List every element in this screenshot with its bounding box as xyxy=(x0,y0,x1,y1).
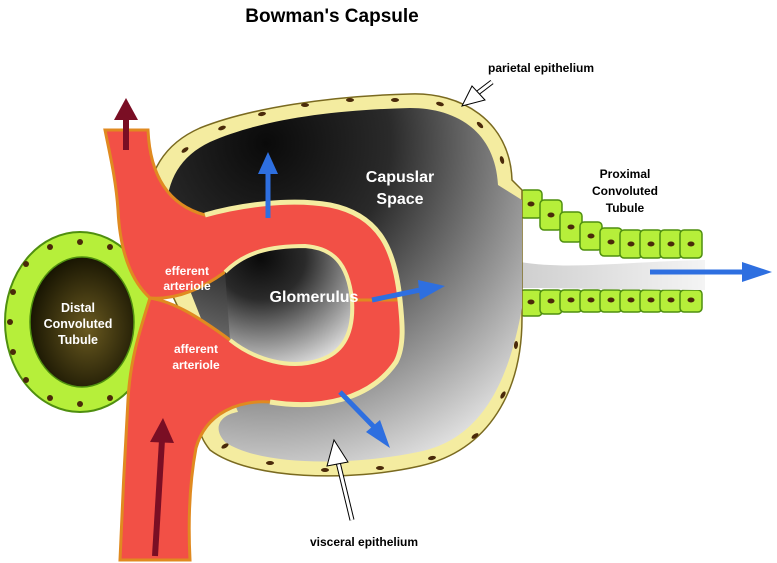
tubular-flow-arrow xyxy=(650,262,772,282)
proximal-tubule-label: Proximal Convoluted Tubule xyxy=(592,167,658,215)
proximal-tubule-label-line2: Convoluted xyxy=(592,184,658,198)
distal-tubule-label-line1: Distal xyxy=(61,301,95,315)
distal-convoluted-tubule xyxy=(4,231,156,413)
parietal-epithelium-label: parietal epithelium xyxy=(488,61,594,75)
distal-tubule-label: Distal Convoluted Tubule xyxy=(44,301,113,347)
efferent-arteriole-label: efferent arteriole xyxy=(163,264,211,293)
capsular-space-label-line2: Space xyxy=(376,191,423,208)
diagram-title: Bowman's Capsule xyxy=(245,6,418,27)
proximal-tubule-lumen xyxy=(520,260,705,290)
proximal-tubule-lower-cells xyxy=(519,289,703,317)
filtrate-arrow-down xyxy=(338,390,390,448)
afferent-arteriole-label-line2: arteriole xyxy=(172,358,220,372)
efferent-arteriole-label-line1: efferent xyxy=(165,264,209,278)
blood-flow-in-arrow xyxy=(150,418,174,557)
efferent-arteriole-label-line2: arteriole xyxy=(163,279,211,293)
filtrate-arrow-up xyxy=(258,152,278,218)
visceral-epithelium-label: visceral epithelium xyxy=(310,535,418,549)
afferent-arteriole-label: afferent arteriole xyxy=(172,342,220,372)
proximal-tubule-label-line1: Proximal xyxy=(600,167,651,181)
filtrate-arrow-right xyxy=(371,280,445,303)
proximal-tubule-label-line3: Tubule xyxy=(606,201,645,215)
glomerulus-label: Glomerulus xyxy=(270,289,359,306)
afferent-arteriole-label-line1: afferent xyxy=(174,342,218,356)
distal-tubule-label-line2: Convoluted xyxy=(44,317,113,331)
glomerular-loop-inner xyxy=(223,243,355,366)
parietal-wall-nuclei xyxy=(181,98,519,472)
visceral-pointer-arrow xyxy=(326,438,355,521)
capsular-space-label-line1: Capuslar xyxy=(366,169,434,186)
blood-flow-out-arrow xyxy=(114,98,138,150)
visceral-epithelium-layer xyxy=(204,199,405,408)
proximal-tubule-upper-cells xyxy=(519,189,703,259)
proximal-tubule-nuclei xyxy=(527,201,695,305)
distal-tubule-label-line3: Tubule xyxy=(58,333,98,347)
parietal-pointer-arrow xyxy=(461,80,494,107)
capsular-space-label: Capuslar Space xyxy=(366,169,434,208)
